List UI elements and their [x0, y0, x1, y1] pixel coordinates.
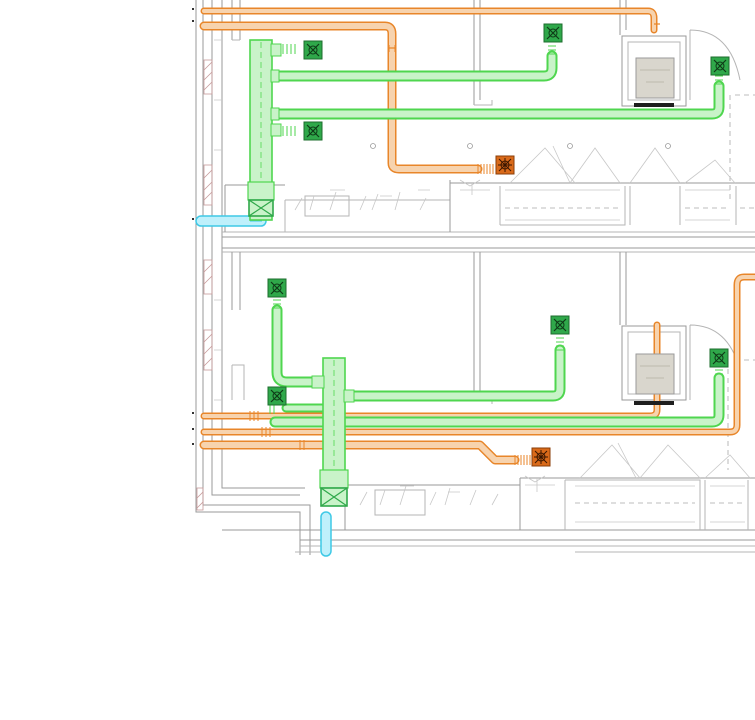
wall-hatch: [196, 59, 213, 511]
exhaust-unit-lower: [634, 353, 675, 405]
square-x-icon: [550, 315, 570, 335]
exhaust-unit-upper: [634, 57, 675, 107]
duct-tag-marks: [192, 8, 194, 445]
square-x-icon: [267, 386, 287, 406]
square-x-icon: [303, 121, 323, 141]
fan-coil-unit-upper: [247, 39, 282, 221]
return-grilles: [495, 155, 551, 467]
fan-coil-unit-lower: [311, 357, 355, 507]
supply-ducts: [269, 50, 725, 428]
square-x-icon: [267, 278, 287, 298]
supply-diffusers: [267, 23, 730, 406]
box-x-icon: [320, 487, 348, 507]
square-x-icon: [710, 56, 730, 76]
ceiling-markers: [370, 143, 671, 149]
outside-air-ducts: [195, 215, 332, 557]
return-flex-connectors: [249, 45, 531, 465]
architecture-walls: [195, 0, 755, 555]
square-x-icon: [709, 348, 729, 368]
return-dampers: [388, 23, 660, 49]
square-asterisk-icon: [495, 155, 515, 175]
box-x-icon: [248, 199, 274, 217]
return-ducts: [199, 7, 755, 465]
square-x-icon: [543, 23, 563, 43]
square-x-icon: [303, 40, 323, 60]
square-asterisk-icon: [531, 447, 551, 467]
